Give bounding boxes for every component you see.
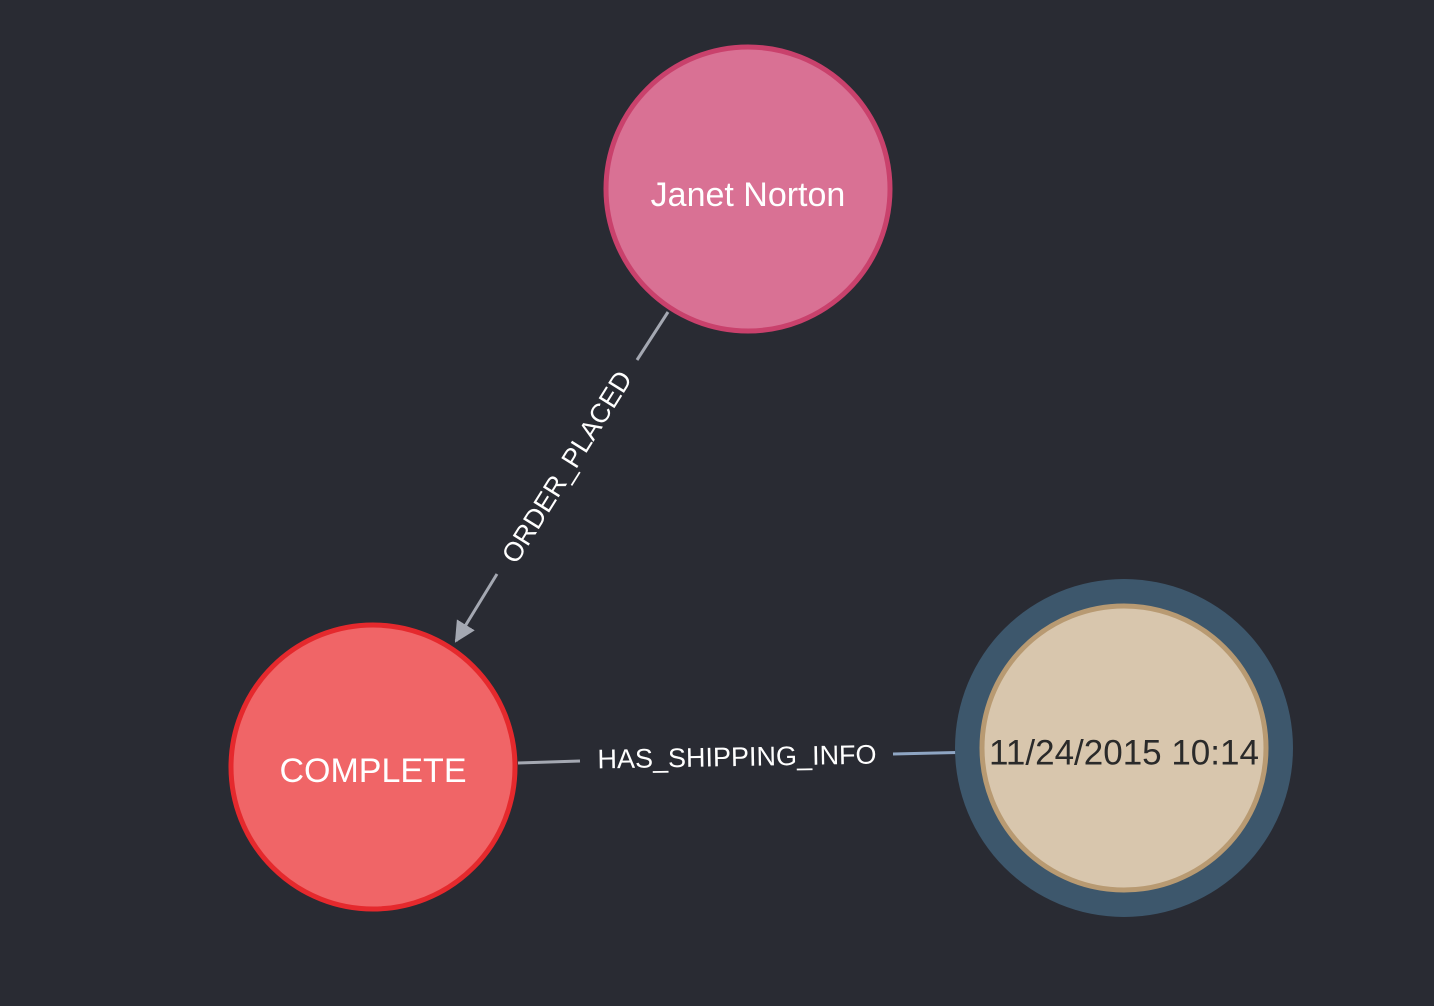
node-person-label: Janet Norton: [651, 176, 846, 214]
relationship-has-shipping-info-line-start[interactable]: [517, 759, 581, 765]
node-person[interactable]: Janet Norton: [603, 44, 893, 334]
node-shipping[interactable]: 11/24/2015 10:14: [955, 579, 1293, 917]
relationship-order-placed-line-end[interactable]: [454, 573, 499, 643]
node-shipping-circle[interactable]: [979, 603, 1269, 893]
relationship-order-placed[interactable]: ORDER_PLACED: [454, 311, 670, 643]
relationship-has-shipping-info-label[interactable]: HAS_SHIPPING_INFO: [597, 740, 877, 775]
node-person-circle[interactable]: [603, 44, 893, 334]
relationship-has-shipping-info[interactable]: HAS_SHIPPING_INFO: [517, 740, 981, 775]
relationship-order-placed-line-start[interactable]: [635, 311, 670, 361]
relationship-order-placed-label[interactable]: ORDER_PLACED: [496, 366, 638, 569]
node-status-label: COMPLETE: [279, 752, 466, 790]
node-status-circle[interactable]: [228, 622, 518, 912]
node-shipping-label: 11/24/2015 10:14: [989, 734, 1259, 773]
node-status[interactable]: COMPLETE: [228, 622, 518, 912]
